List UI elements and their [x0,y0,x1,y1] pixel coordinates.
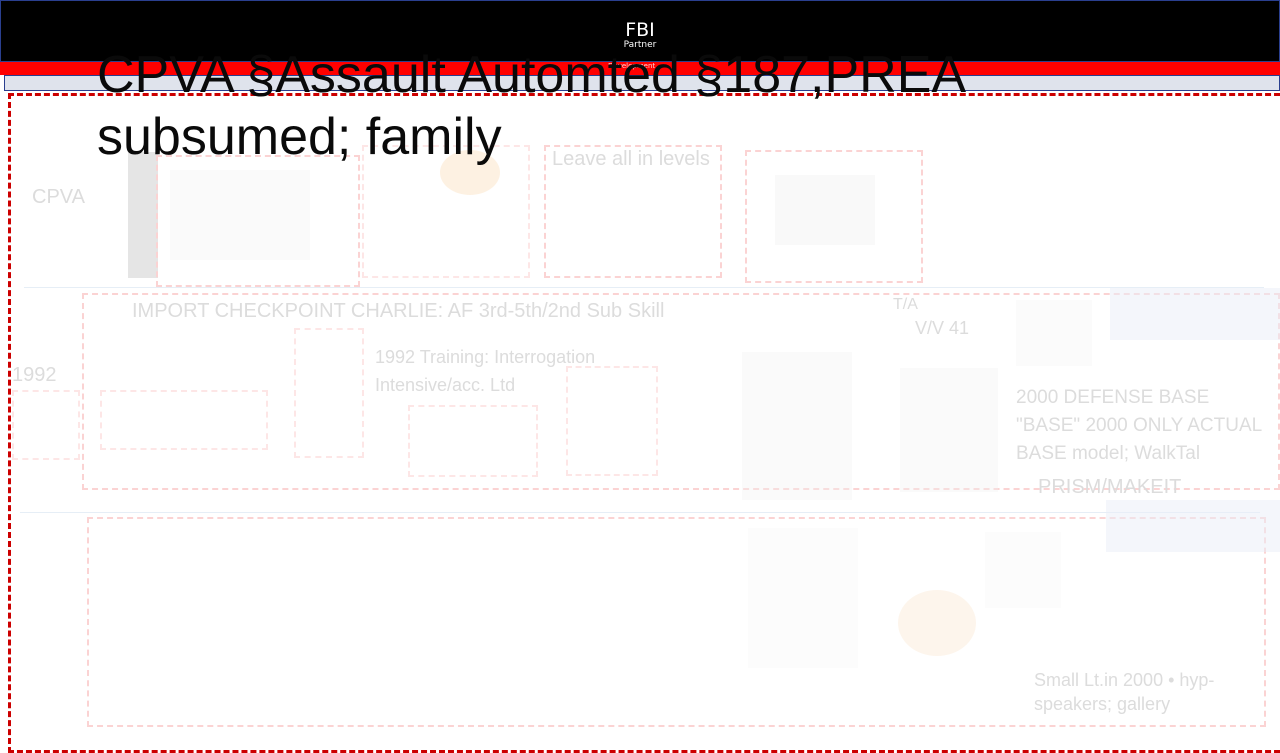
sub-caption: 1992 Training: Interrogation Intensive/a… [375,347,596,395]
blue-panel-1 [1110,288,1280,340]
photo-placeholder-7 [1016,300,1092,366]
photo-placeholder-1 [170,170,310,260]
text-slot-2[interactable] [294,328,364,458]
text-slot-4[interactable] [566,366,658,476]
avatar-slot[interactable] [12,390,80,460]
photo-placeholder-5 [742,352,852,500]
image-slot-2[interactable] [362,145,530,278]
mid-small-label: T/A [893,296,918,313]
brand-name: FBI [625,19,655,41]
right-bottom-label: PRISM/MAKEIT [1038,476,1182,498]
divider-line-1 [24,287,1264,288]
right-caption: 2000 DEFENSE BASE "BASE" 2000 ONLY ACTUA… [1016,387,1262,464]
panel-caption: Leave all in levels [552,148,710,170]
image-slot-1[interactable] [156,155,360,287]
image-slot-3[interactable] [544,145,722,278]
blue-panel-2 [1106,500,1280,552]
top-banner [0,0,1280,62]
brand-subtitle: Partner [623,40,657,50]
divider-line-2 [20,512,1260,513]
photo-placeholder-6 [900,368,998,492]
photo-placeholder-9 [985,532,1061,608]
text-slot-1[interactable] [100,390,268,450]
image-slot-4[interactable] [745,150,923,283]
mid-small-label-2: V/V 41 [915,318,970,338]
content-group-middle[interactable] [82,293,1280,490]
redbar-label: Development [608,62,656,70]
photo-placeholder-8 [748,528,858,668]
shadow-bar [128,152,158,278]
side-label-year: 1992 [12,364,57,386]
text-slot-3[interactable] [408,405,538,477]
checkpoint-title: IMPORT CHECKPOINT CHARLIE: AF 3rd-5th/2n… [132,300,665,322]
red-accent-bar [0,62,1280,75]
bottom-caption: Small Lt.in 2000 • hyp-speakers; gallery [1034,670,1215,714]
photo-placeholder-4 [775,175,875,245]
orange-shape-1 [440,150,500,195]
brand-logo: FBI Partner [600,20,680,50]
side-label-cpva: CPVA [32,186,85,208]
orange-shape-2 [898,590,976,656]
page-title: CPVA §Assault Automted §187,PREA subsume… [97,46,964,166]
